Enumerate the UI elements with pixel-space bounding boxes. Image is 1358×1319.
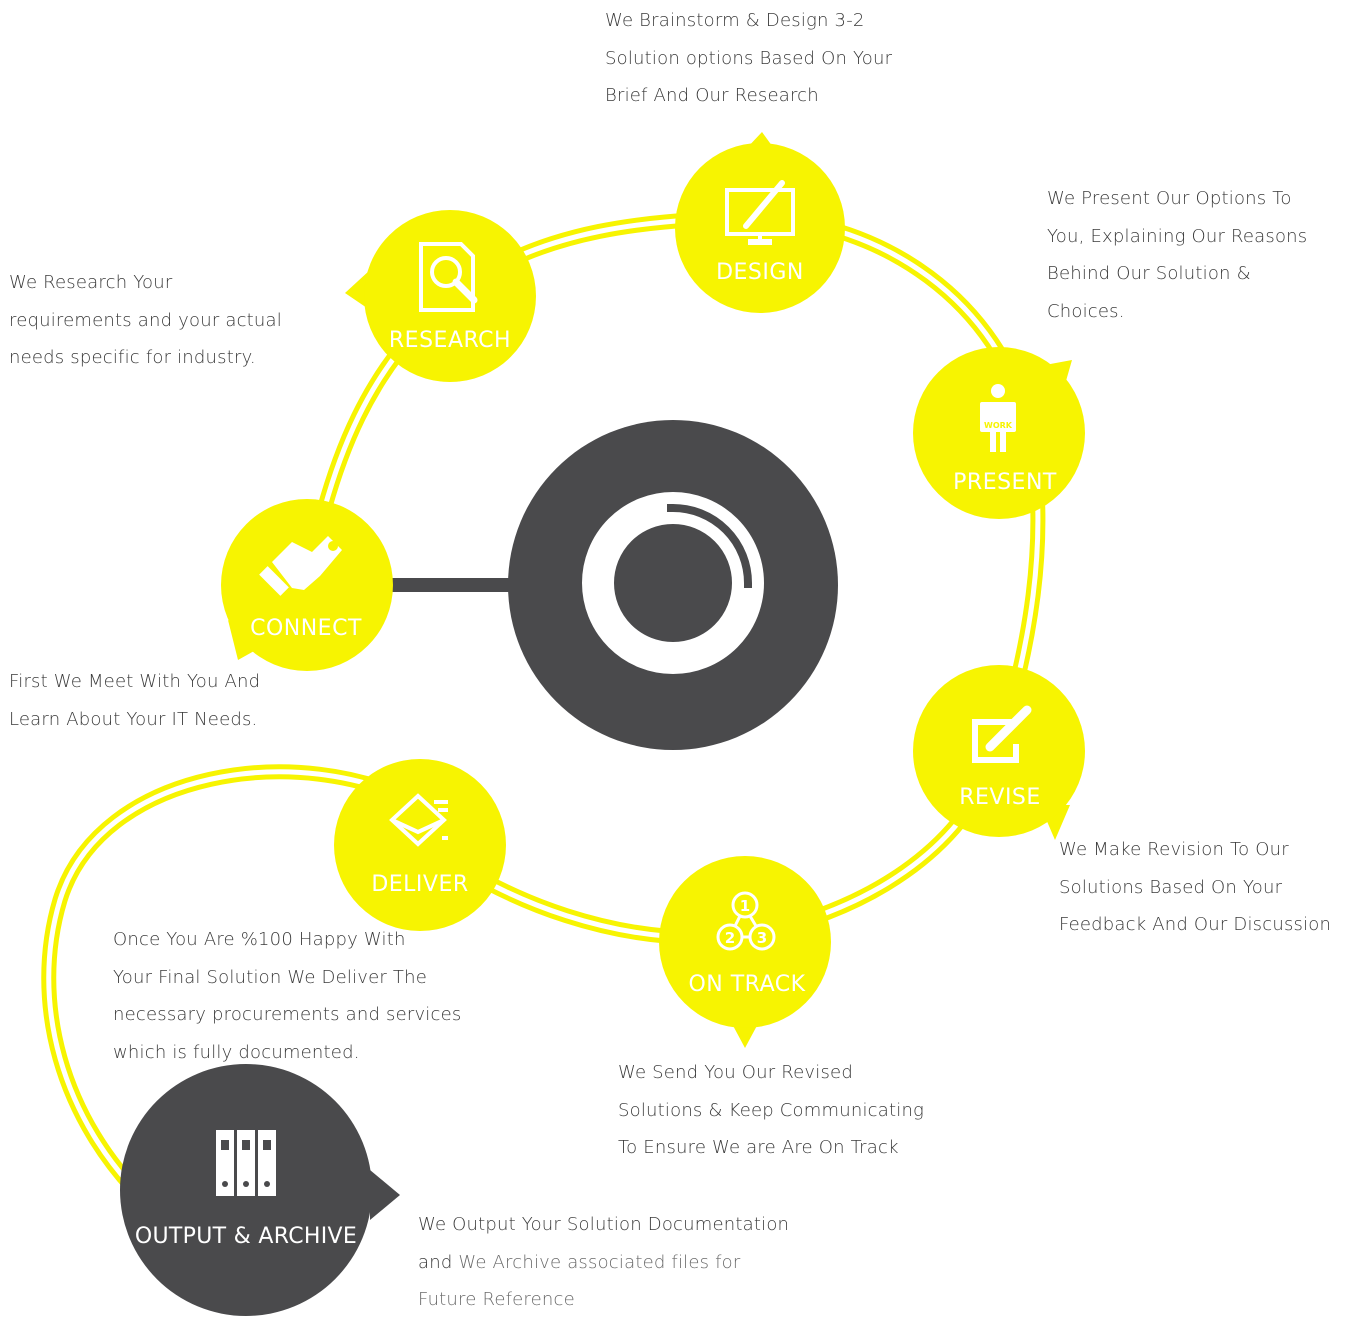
step-connect-label: CONNECT bbox=[250, 616, 362, 641]
on-track-description: We Send You Our Revised Solutions & Keep… bbox=[618, 1054, 924, 1167]
numbered-steps-icon: 1 2 3 bbox=[716, 891, 776, 951]
output-description: We Output Your Solution Documentation an… bbox=[418, 1206, 789, 1319]
binders-icon bbox=[216, 1130, 276, 1196]
step-research[interactable]: RESEARCH bbox=[345, 210, 536, 382]
on-track-description-line: Solutions & Keep Communicating bbox=[618, 1099, 925, 1121]
research-description-line: We Research Your bbox=[9, 272, 173, 293]
step-design-label: DESIGN bbox=[716, 260, 804, 285]
design-description: We Brainstorm & Design 3-2 Solution opti… bbox=[605, 2, 892, 115]
present-description: We Present Our Options To You, Explainin… bbox=[1047, 180, 1307, 330]
deliver-description: Once You Are %100 Happy With Your Final … bbox=[113, 921, 461, 1071]
document-magnifier-icon bbox=[419, 242, 478, 312]
deliver-description-line: which is fully documented. bbox=[113, 1041, 360, 1063]
connect-description: First We Meet With You And Learn About Y… bbox=[9, 663, 260, 738]
on-track-number-1: 1 bbox=[740, 897, 750, 915]
center-hub bbox=[508, 420, 838, 750]
step-revise-label: REVISE bbox=[959, 785, 1041, 810]
revise-description-line: We Make Revision To Our bbox=[1059, 839, 1289, 860]
output-description-line: Future Reference bbox=[418, 1289, 575, 1310]
step-present[interactable]: WORK PRESENT bbox=[913, 347, 1085, 519]
person-work-sign-icon: WORK bbox=[980, 384, 1016, 452]
connect-description-line: Learn About Your IT Needs. bbox=[9, 708, 258, 730]
output-description-line: and We Archive associated files for bbox=[418, 1244, 789, 1282]
envelope-icon bbox=[389, 793, 448, 847]
handshake-icon bbox=[259, 536, 342, 596]
deliver-description-line: Your Final Solution We Deliver The bbox=[113, 966, 428, 988]
revise-description-line: Feedback And Our Discussion bbox=[1059, 914, 1332, 935]
work-sign-text: WORK bbox=[984, 421, 1013, 430]
step-deliver[interactable]: DELIVER bbox=[334, 759, 506, 931]
research-description-line: needs specific for industry. bbox=[9, 347, 256, 368]
step-on-track-label: ON TRACK bbox=[688, 972, 805, 997]
step-connect[interactable]: CONNECT bbox=[221, 499, 393, 671]
present-description-line: Behind Our Solution & bbox=[1047, 263, 1251, 284]
research-description: We Research Your requirements and your a… bbox=[9, 264, 282, 377]
revise-description: We Make Revision To Our Solutions Based … bbox=[1059, 831, 1331, 944]
on-track-description-line: To Ensure We are Are On Track bbox=[618, 1137, 899, 1158]
edit-pencil-icon bbox=[972, 705, 1032, 763]
step-output-archive-label: OUTPUT & ARCHIVE bbox=[135, 1224, 357, 1249]
deliver-description-line: necessary procurements and services bbox=[113, 1004, 462, 1025]
output-description-and: and bbox=[418, 1251, 459, 1273]
research-description-line: requirements and your actual bbox=[9, 309, 282, 331]
revise-description-line: Solutions Based On Your bbox=[1059, 876, 1283, 898]
present-description-line: Choices. bbox=[1047, 300, 1125, 322]
output-description-line: We Output Your Solution Documentation bbox=[418, 1214, 790, 1235]
present-description-line: We Present Our Options To bbox=[1047, 188, 1292, 209]
step-deliver-label: DELIVER bbox=[371, 872, 468, 897]
step-design[interactable]: DESIGN bbox=[675, 132, 845, 313]
step-output-archive[interactable]: OUTPUT & ARCHIVE bbox=[120, 1064, 400, 1316]
step-revise[interactable]: REVISE bbox=[913, 665, 1085, 840]
step-present-label: PRESENT bbox=[953, 470, 1057, 495]
on-track-number-3: 3 bbox=[757, 929, 767, 947]
on-track-number-2: 2 bbox=[725, 929, 735, 947]
present-description-line: You, Explaining Our Reasons bbox=[1047, 225, 1308, 247]
design-description-line: We Brainstorm & Design 3-2 bbox=[605, 10, 865, 31]
output-description-archive: We Archive associated files for bbox=[458, 1251, 741, 1273]
on-track-description-line: We Send You Our Revised bbox=[618, 1062, 853, 1083]
design-description-line: Brief And Our Research bbox=[605, 85, 819, 106]
connect-description-line: First We Meet With You And bbox=[9, 671, 261, 692]
design-description-line: Solution options Based On Your bbox=[605, 47, 893, 69]
deliver-description-line: Once You Are %100 Happy With bbox=[113, 929, 406, 950]
ring-logo-icon bbox=[582, 492, 764, 674]
step-research-label: RESEARCH bbox=[389, 328, 511, 353]
monitor-brush-icon bbox=[725, 180, 795, 245]
step-on-track[interactable]: 1 2 3 ON TRACK bbox=[659, 856, 831, 1048]
connector-bar bbox=[380, 578, 530, 592]
